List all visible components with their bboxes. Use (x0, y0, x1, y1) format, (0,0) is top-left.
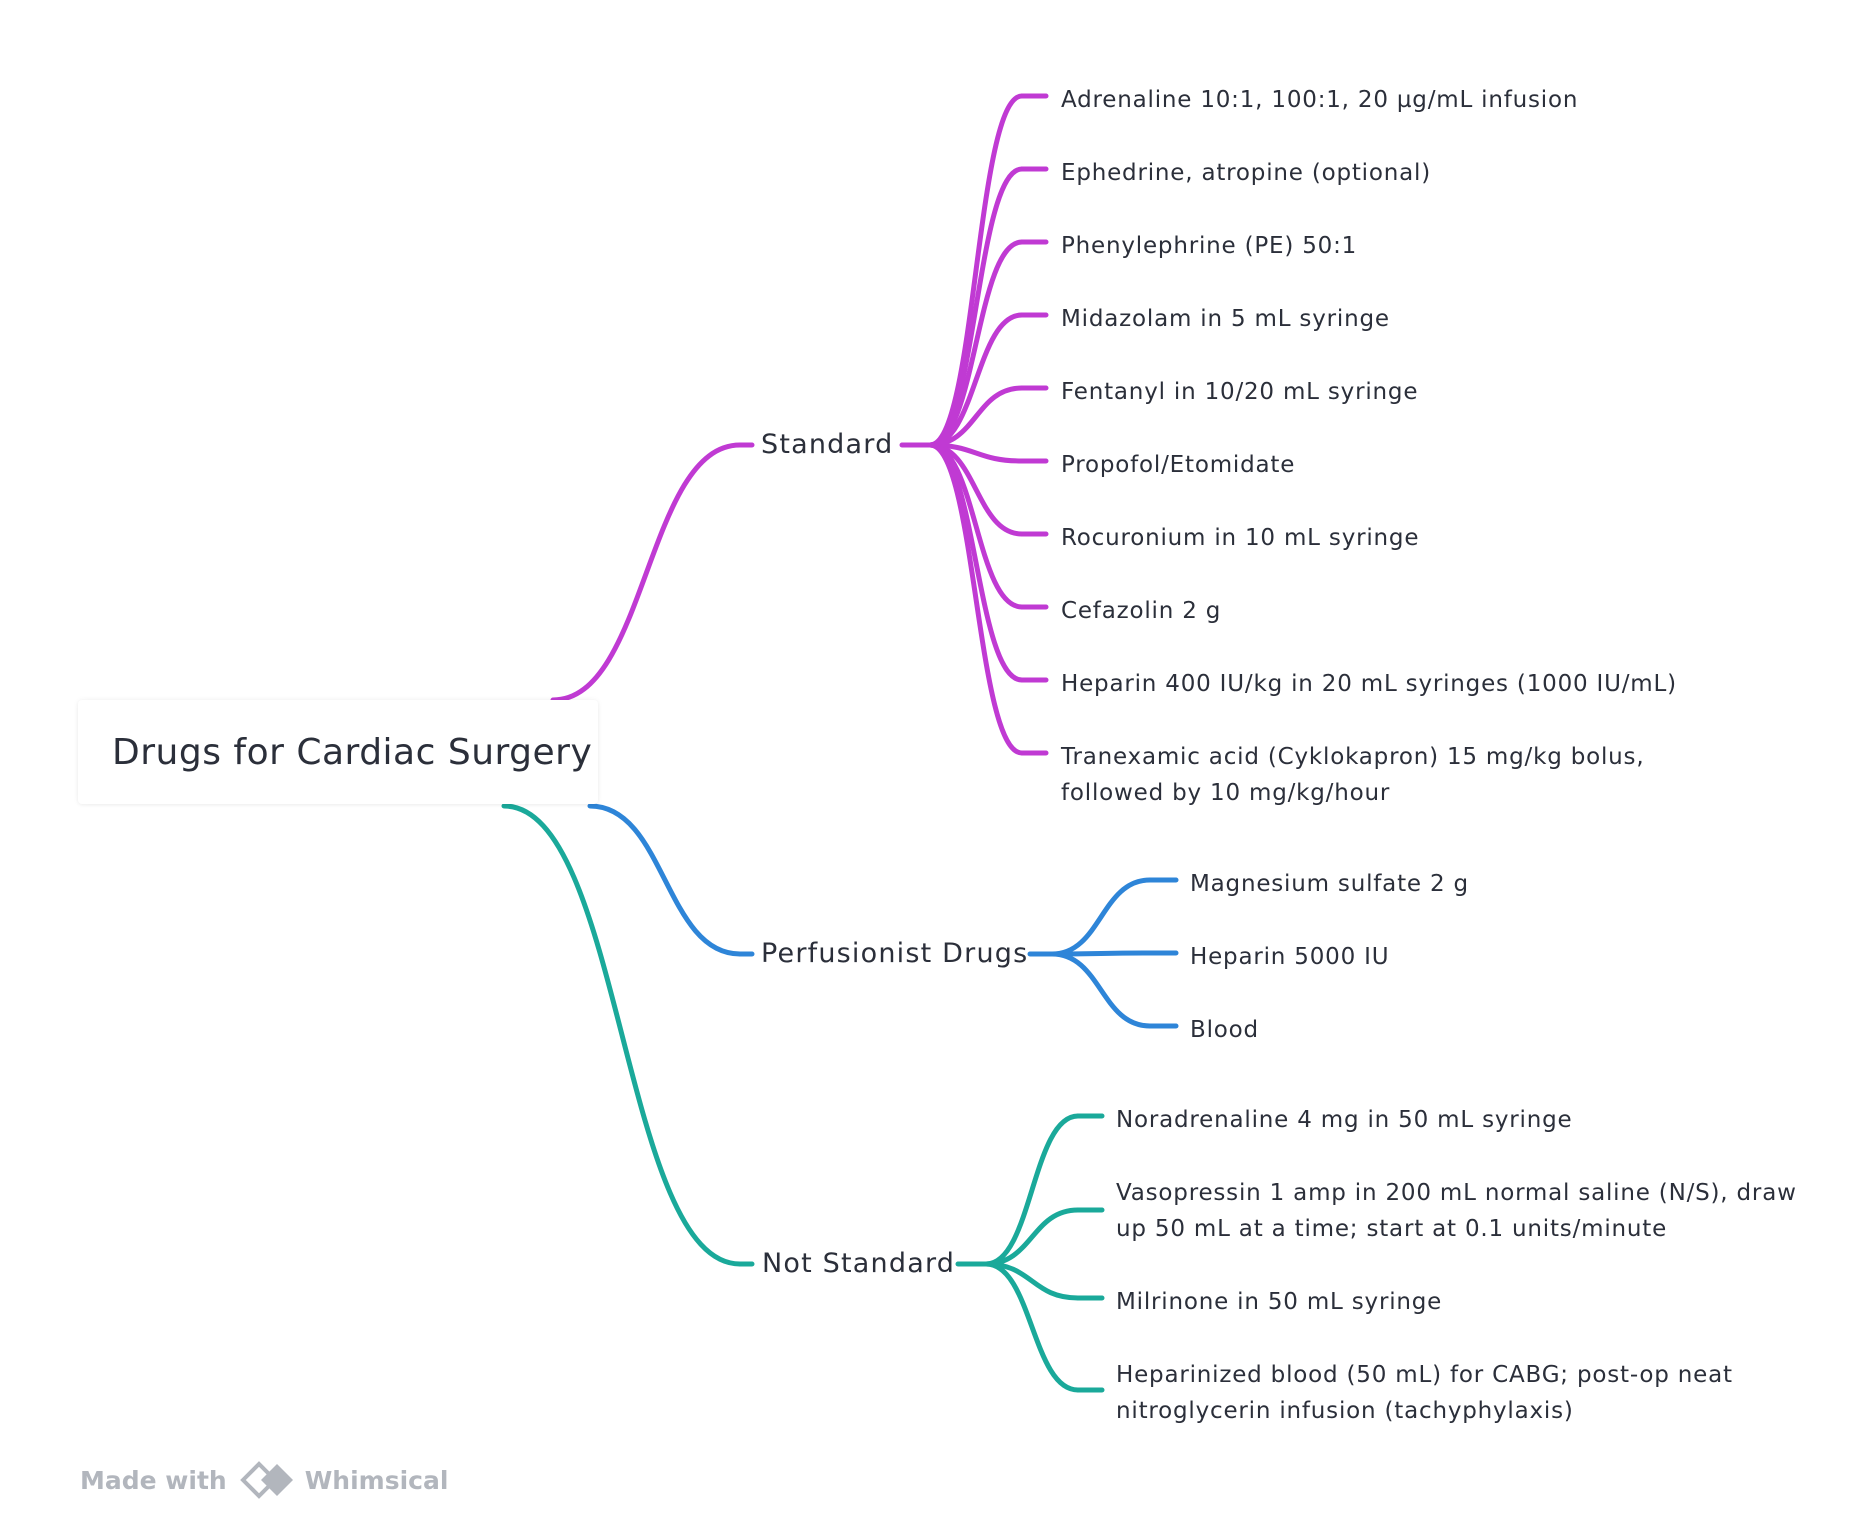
not-standard-leaf-connector-0 (983, 1113, 1081, 1267)
leaf-standard-3[interactable]: Midazolam in 5 mL syringe (1061, 306, 1390, 332)
standard-leaf-connector-2 (927, 239, 1025, 448)
branch-perfusionist-label[interactable]: Perfusionist Drugs (761, 938, 1029, 969)
root-node[interactable]: Drugs for Cardiac Surgery (78, 700, 598, 804)
leaf-perfusionist-0[interactable]: Magnesium sulfate 2 g (1190, 871, 1469, 897)
not-standard-leaf-connector-3 (983, 1261, 1081, 1393)
root-to-standard-connector (550, 442, 743, 703)
leaf-not-standard-1[interactable]: Vasopressin 1 amp in 200 mL normal salin… (1116, 1180, 1797, 1242)
perfusionist-leaf-connector-1 (1049, 950, 1153, 957)
standard-leaf-connector-9 (927, 442, 1025, 756)
leaf-standard-0[interactable]: Adrenaline 10:1, 100:1, 20 µg/mL infusio… (1061, 87, 1579, 113)
leaf-standard-6[interactable]: Rocuronium in 10 mL syringe (1061, 525, 1420, 551)
leaf-not-standard-2[interactable]: Milrinone in 50 mL syringe (1116, 1289, 1443, 1315)
leaf-perfusionist-1[interactable]: Heparin 5000 IU (1190, 944, 1390, 970)
branch-not-standard-label[interactable]: Not Standard (762, 1248, 956, 1279)
not-standard-leaf-connector-1 (983, 1207, 1081, 1267)
whimsical-logo-icon (239, 1461, 293, 1499)
leaf-standard-1[interactable]: Ephedrine, atropine (optional) (1061, 160, 1431, 186)
leaf-standard-2[interactable]: Phenylephrine (PE) 50:1 (1061, 233, 1358, 259)
made-with-label: Made with (80, 1465, 227, 1495)
branch-standard-label[interactable]: Standard (761, 429, 894, 460)
standard-leaf-connector-8 (927, 442, 1025, 683)
root-to-perfusionist-connector (587, 803, 743, 957)
leaf-perfusionist-2[interactable]: Blood (1190, 1017, 1259, 1043)
perfusionist-leaf-connector-0 (1049, 877, 1153, 957)
not-standard-leaf-connector-2 (983, 1261, 1081, 1301)
standard-leaf-connector-1 (927, 166, 1025, 448)
standard-leaf-connector-3 (927, 312, 1025, 448)
perfusionist-leaf-connector-2 (1049, 951, 1153, 1029)
root-to-not-standard-connector (501, 803, 743, 1267)
made-with-footer[interactable]: Made with Whimsical (80, 1460, 448, 1500)
standard-leaf-connector-0 (927, 93, 1025, 448)
leaf-standard-7[interactable]: Cefazolin 2 g (1061, 598, 1222, 624)
leaf-not-standard-0[interactable]: Noradrenaline 4 mg in 50 mL syringe (1116, 1107, 1573, 1133)
leaf-standard-4[interactable]: Fentanyl in 10/20 mL syringe (1061, 379, 1419, 405)
leaf-standard-5[interactable]: Propofol/Etomidate (1061, 452, 1296, 478)
root-node-label: Drugs for Cardiac Surgery (112, 731, 593, 773)
connector-lines (501, 93, 1179, 1393)
leaf-standard-9[interactable]: Tranexamic acid (Cyklokapron) 15 mg/kg b… (1061, 744, 1645, 806)
leaf-standard-8[interactable]: Heparin 400 IU/kg in 20 mL syringes (100… (1061, 671, 1677, 697)
whimsical-brand-label: Whimsical (304, 1465, 449, 1495)
standard-leaf-connector-4 (927, 385, 1025, 448)
leaf-not-standard-3[interactable]: Heparinized blood (50 mL) for CABG; post… (1116, 1362, 1733, 1424)
